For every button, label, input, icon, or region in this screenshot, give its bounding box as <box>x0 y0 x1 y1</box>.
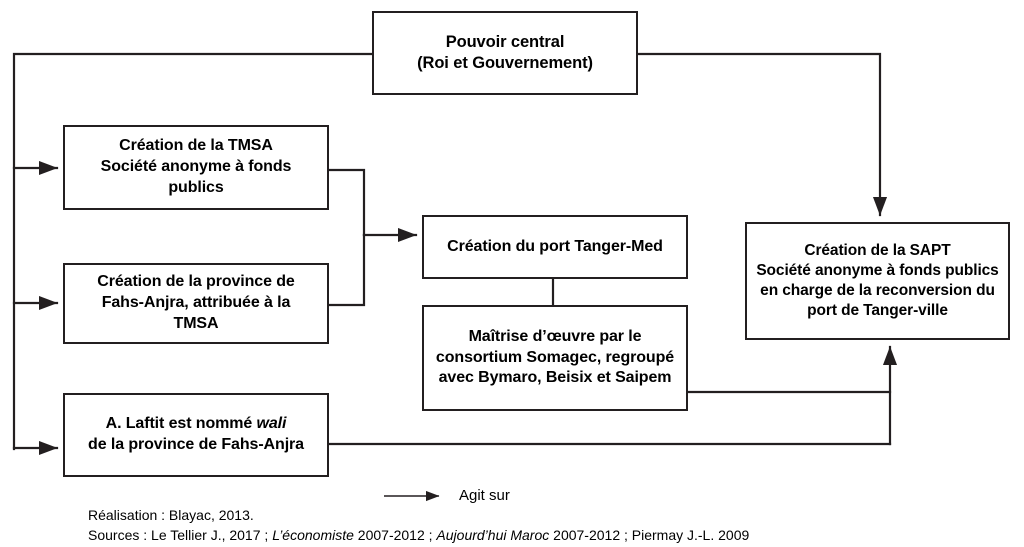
node-pouvoir-central: Pouvoir central (Roi et Gouvernement) <box>372 11 638 95</box>
node-line: TMSA <box>173 314 219 332</box>
node-port-tanger-med-label: Création du port Tanger-Med <box>430 237 680 258</box>
node-consortium-label: Maîtrise d’œuvre par le consortium Somag… <box>430 327 680 389</box>
node-line: Société anonyme à fonds <box>100 158 292 176</box>
credits-sources-suffix: 2007-2012 ; Piermay J.-L. 2009 <box>549 527 750 544</box>
node-line: en charge de la reconversion du <box>760 282 995 299</box>
connector-pouvoir-to-sapt <box>636 52 888 217</box>
credits-sources-mid: 2007-2012 ; <box>353 527 437 544</box>
node-laftit-label: A. Laftit est nommé wali de la province … <box>71 414 321 456</box>
node-line: Fahs-Anjra, attribuée à la <box>101 294 291 312</box>
node-line-italic: wali <box>256 415 287 433</box>
credits-sources-prefix: Sources : Le Tellier J., 2017 ; <box>88 527 273 544</box>
node-port-tanger-med: Création du port Tanger-Med <box>422 215 688 279</box>
node-line: Création de la SAPT <box>804 241 951 259</box>
connector-tmsa-to-merge <box>327 168 366 237</box>
node-line: Création de la TMSA <box>119 137 273 155</box>
node-line: de la province de Fahs-Anjra <box>88 436 304 453</box>
node-line: Création du port Tanger-Med <box>447 237 663 255</box>
node-tmsa-label: Création de la TMSA Société anonyme à fo… <box>71 136 321 198</box>
node-consortium-somagec: Maîtrise d’œuvre par le consortium Somag… <box>422 305 688 411</box>
node-tmsa: Création de la TMSA Société anonyme à fo… <box>63 125 329 210</box>
node-line: (Roi et Gouvernement) <box>417 54 593 72</box>
node-province-label: Création de la province de Fahs-Anjra, a… <box>71 272 321 334</box>
credits: Réalisation : Blayac, 2013. Sources : Le… <box>88 505 749 546</box>
node-line: publics <box>168 178 224 196</box>
arrow-right-icon <box>384 490 440 501</box>
node-line: port de Tanger-ville <box>807 302 948 320</box>
node-line: Création de la province de <box>97 273 295 291</box>
legend-label: Agit sur <box>459 487 510 504</box>
credits-sources-italic-1: L’économiste <box>272 527 354 544</box>
node-line: A. Laftit est nommé wali <box>71 414 321 435</box>
credits-sources: Sources : Le Tellier J., 2017 ; L’économ… <box>88 525 749 545</box>
legend: Agit sur <box>383 487 510 504</box>
node-line: Pouvoir central <box>445 32 565 51</box>
node-pouvoir-central-label: Pouvoir central (Roi et Gouvernement) <box>380 32 630 75</box>
node-line: consortium Somagec, regroupé <box>435 348 675 366</box>
node-sapt-label: Création de la SAPT Société anonyme à fo… <box>753 241 1002 322</box>
credits-realisation: Réalisation : Blayac, 2013. <box>88 507 254 523</box>
connector-province-to-merge <box>327 233 366 307</box>
node-line: avec Bymaro, Beisix et Saipem <box>438 369 672 387</box>
node-line-text: A. Laftit est nommé <box>105 415 257 433</box>
credits-sources-italic-2: Aujourd’hui Maroc <box>436 527 550 544</box>
node-province-fahs-anjra: Création de la province de Fahs-Anjra, a… <box>63 263 329 344</box>
node-sapt: Création de la SAPT Société anonyme à fo… <box>745 222 1010 340</box>
node-line: Société anonyme à fonds publics <box>756 261 999 279</box>
connector-pouvoir-to-left-trunk <box>12 52 374 451</box>
node-laftit-wali: A. Laftit est nommé wali de la province … <box>63 393 329 477</box>
node-line: Maîtrise d’œuvre par le <box>468 327 642 345</box>
